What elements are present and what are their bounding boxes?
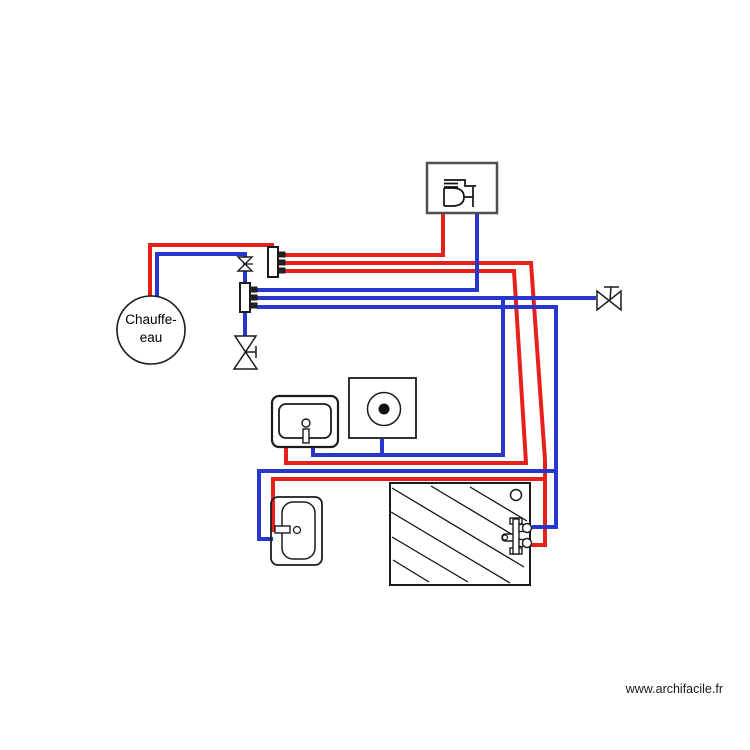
mixer-knob-top	[521, 522, 533, 534]
cold-manifold-outlet-1	[249, 286, 258, 293]
hot-manifold[interactable]	[267, 246, 286, 278]
cold-manifold[interactable]	[239, 282, 258, 313]
cold-pipe-branch-to-bathtub[interactable]	[257, 469, 556, 541]
supply-valve-left-triangle	[596, 289, 611, 312]
hot-pipes	[148, 214, 547, 547]
inline-valve-bottom-triangle	[236, 263, 254, 272]
bathtub-tap	[274, 525, 291, 534]
hot-pipe-manifold-to-mixer[interactable]	[283, 261, 547, 547]
sink-tap	[302, 428, 310, 444]
hot-manifold-outlet-2	[277, 259, 286, 266]
cold-pipe-manifold-to-mixer[interactable]	[257, 305, 558, 529]
cold-pipe-branch-to-sink[interactable]	[311, 298, 505, 457]
hot-pipe-manifold-to-appliance[interactable]	[283, 214, 445, 257]
shower-drain-hole	[509, 488, 523, 502]
cold-manifold-outlet-3	[249, 302, 258, 309]
cold-manifold-body	[239, 282, 251, 313]
shower-mixer[interactable]	[501, 517, 533, 555]
cold-pipe-manifold-to-appliance[interactable]	[257, 214, 479, 292]
drain-valve-bottom-triangle	[232, 350, 259, 370]
bathtub-outer	[270, 496, 323, 566]
watermark-text: www.archifacile.fr	[625, 682, 723, 696]
hot-pipe-manifold-to-sink[interactable]	[283, 269, 529, 465]
mixer-arm-end	[501, 534, 509, 541]
sink-outer	[270, 394, 340, 449]
water-heater-label-line1: Chauffe-	[125, 312, 177, 327]
inline-valve-icon[interactable]	[236, 256, 254, 272]
hot-pipe-heater-to-manifold[interactable]	[148, 243, 274, 299]
water-heater-circle	[116, 295, 186, 365]
inline-valve-top-triangle	[236, 256, 254, 265]
cold-manifold-outlet-2	[249, 294, 258, 301]
bathtub[interactable]	[270, 496, 323, 566]
hot-manifold-outlet-3	[277, 267, 286, 274]
hob-ring	[366, 391, 402, 427]
shower-hatch-lines	[390, 485, 529, 584]
drain-valve-icon[interactable]	[232, 335, 259, 370]
cold-pipes	[155, 214, 596, 541]
sink-drain-hole	[301, 418, 311, 428]
bathtub-drain-hole	[292, 525, 302, 535]
supply-valve-handle-stem	[609, 286, 612, 301]
hot-manifold-body	[267, 246, 279, 278]
cold-pipe-heater-to-manifold[interactable]	[155, 252, 247, 299]
kitchen-sink[interactable]	[270, 394, 340, 449]
appliance-box[interactable]	[425, 161, 499, 215]
hot-manifold-outlet-1	[277, 251, 286, 258]
mixer-knob-bottom	[521, 537, 533, 549]
water-heater-label-line2: eau	[140, 330, 163, 345]
hob-dot	[378, 403, 390, 415]
hob-appliance[interactable]	[348, 377, 417, 439]
supply-valve-icon[interactable]	[596, 286, 622, 312]
appliance-box-frame	[425, 161, 499, 215]
wall-tap-icon	[443, 179, 476, 207]
drain-valve-top-triangle	[233, 335, 258, 354]
supply-valve-right-triangle	[607, 289, 622, 312]
mixer-body	[512, 518, 520, 555]
water-heater[interactable]: Chauffe- eau	[116, 295, 186, 365]
